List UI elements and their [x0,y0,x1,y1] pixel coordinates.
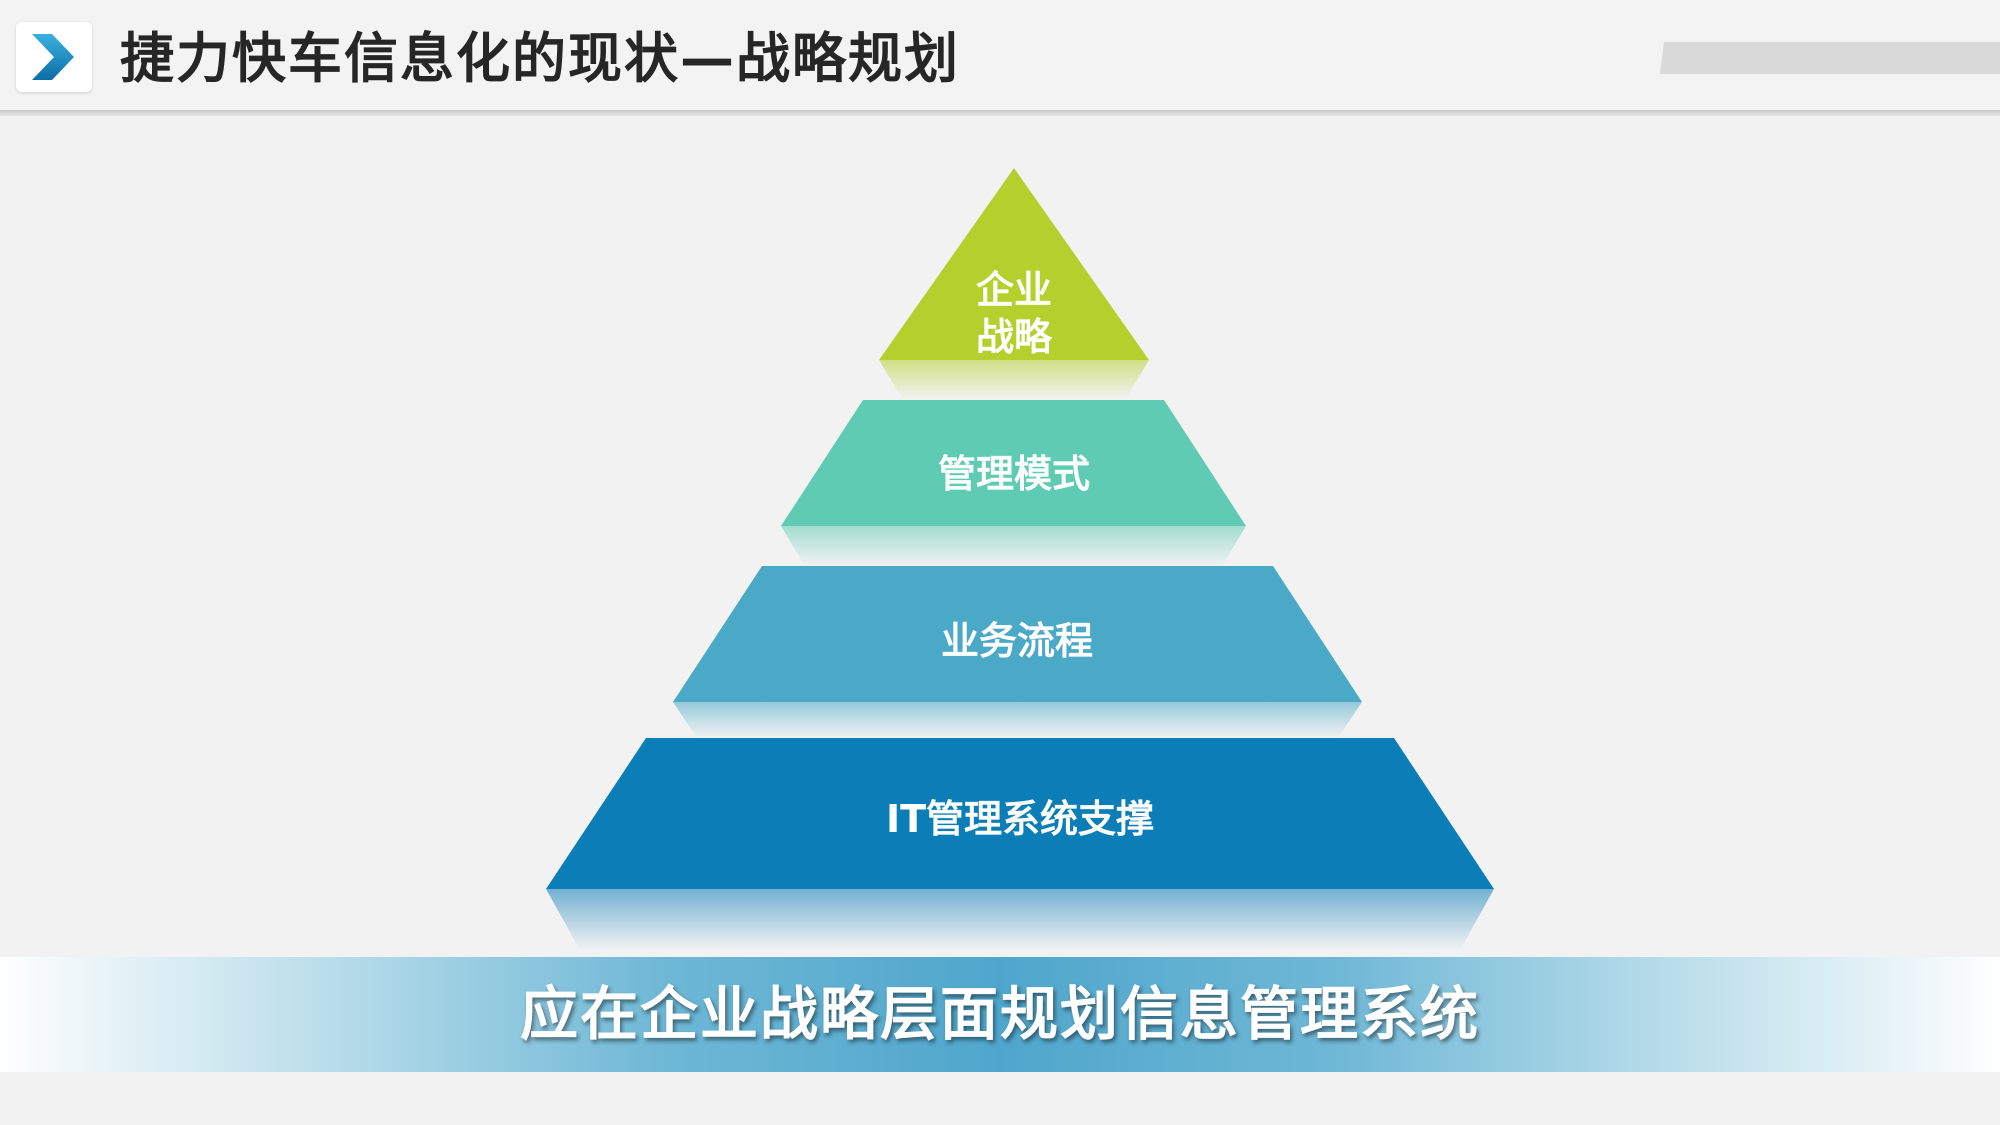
page-title: 捷力快车信息化的现状—战略规划 [120,27,960,90]
pyramid-tier-management: 管理模式 [781,400,1246,566]
logo [16,22,92,92]
tier-reflection [781,526,1246,566]
header: 捷力快车信息化的现状—战略规划 [0,0,2000,113]
conclusion-text: 应在企业战略层面规划信息管理系统 [519,980,1480,1048]
pyramid-tier-strategy: 企业 战略 [879,168,1149,400]
conclusion-banner: 应在企业战略层面规划信息管理系统 [0,957,2000,1072]
tier-shape [546,738,1494,889]
tier-label: IT管理系统支撑 [886,797,1154,841]
tier-shape [781,400,1246,526]
tier-shape [673,566,1362,702]
header-decoration-bar [1660,42,2000,74]
tier-label: 管理模式 [938,452,1090,496]
tier-label: 企业 [976,268,1052,312]
strategy-pyramid: 企业 战略 管理模式 业务流程 IT管理系统支撑 [546,168,1494,950]
tier-label: 战略 [976,315,1053,359]
chevron-right-icon [32,34,74,80]
header-divider [0,110,2000,116]
tier-reflection [879,360,1149,400]
tier-reflection [673,702,1362,738]
pyramid-tier-process: 业务流程 [673,566,1362,738]
tier-shape [879,168,1149,360]
tier-label: 业务流程 [941,619,1093,663]
tier-reflection [546,889,1494,950]
pyramid-tier-it-support: IT管理系统支撑 [546,738,1494,950]
